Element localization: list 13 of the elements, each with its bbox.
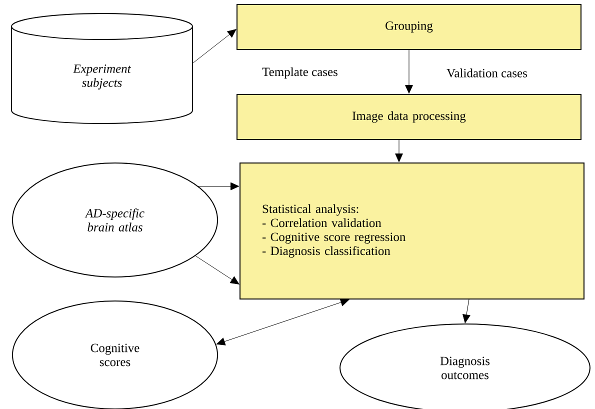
process-box: Statistical analysis: - Correlation validation - Cognitive score regression - Diagnosis classification (240, 162, 584, 300)
arrow (192, 29, 236, 64)
arrow (216, 298, 350, 346)
database-cylinder: Experiment subjects (11, 13, 193, 124)
arrow (395, 140, 403, 162)
process-box: Grouping (236, 4, 582, 50)
arrow (405, 50, 413, 94)
arrow (198, 182, 240, 190)
process-box: Image data processing (236, 94, 582, 140)
arrow (462, 299, 470, 324)
annotation-text: Validation cases (446, 68, 527, 78)
annotation-text: Template cases (262, 67, 338, 79)
arrow (195, 256, 240, 284)
